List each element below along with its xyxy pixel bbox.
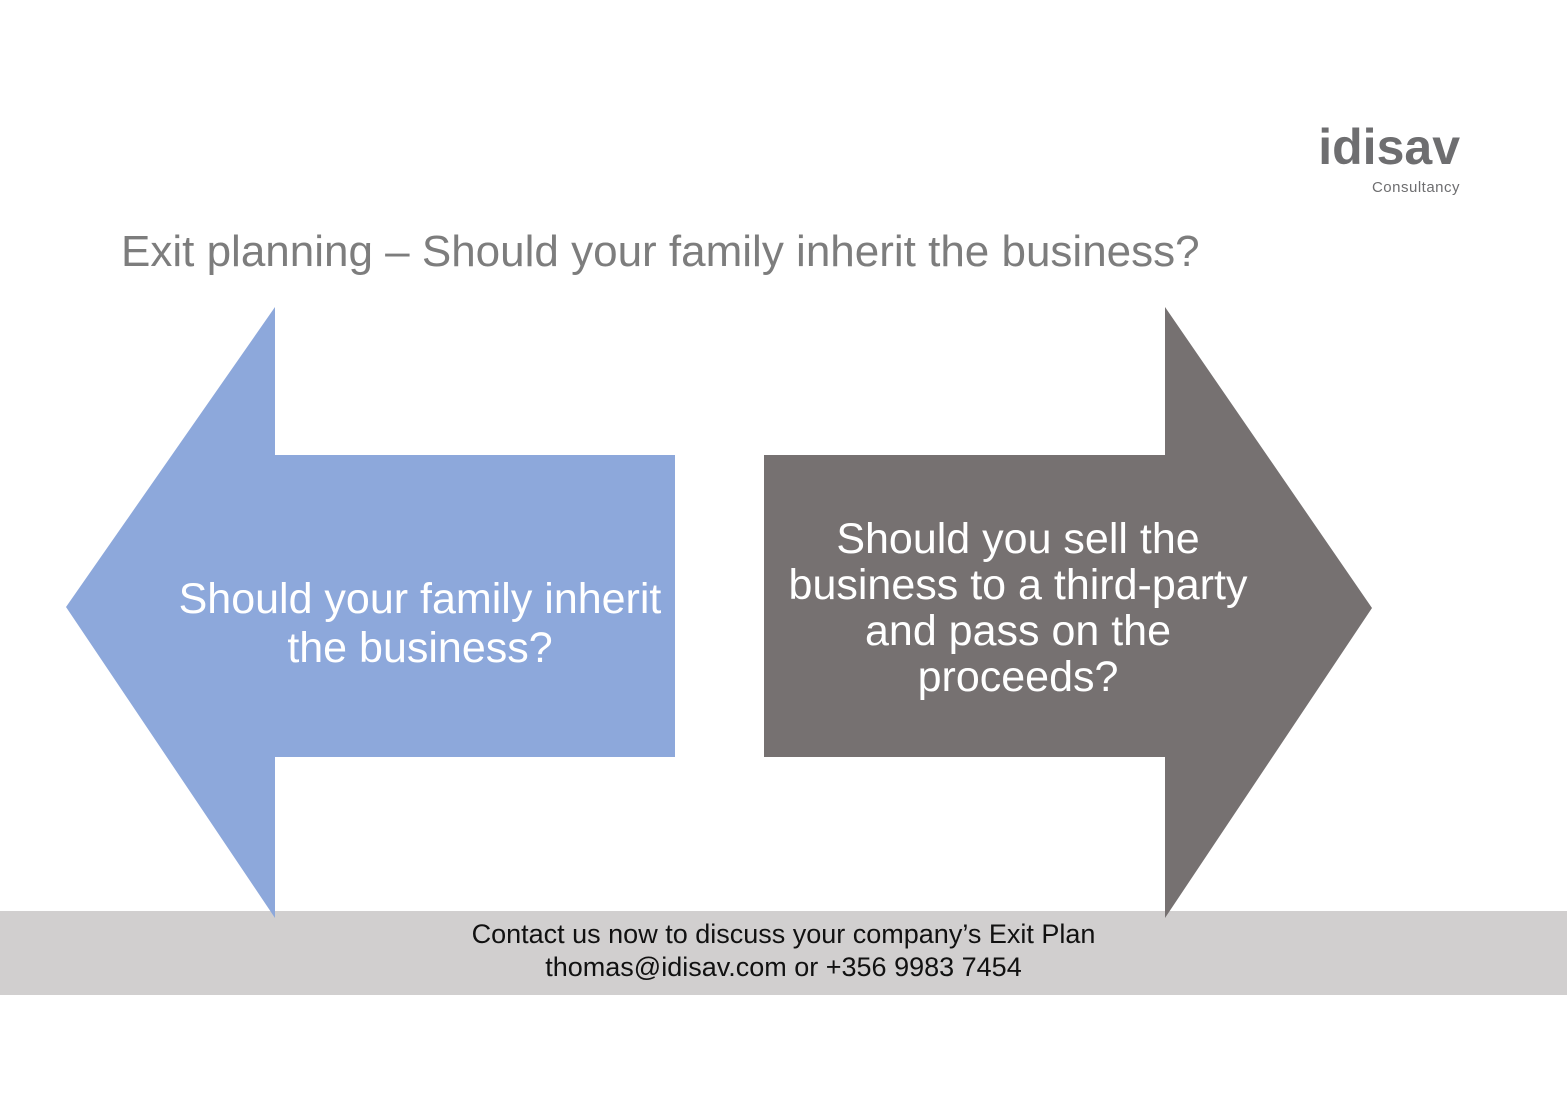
- right-arrow-caption-line: and pass on the: [864, 607, 1172, 655]
- logo-tagline: Consultancy: [1371, 179, 1460, 196]
- footer-bar: [0, 911, 1567, 995]
- right-arrow-shape: [764, 307, 1372, 918]
- company-logo: idisav Consultancy: [1318, 122, 1460, 196]
- left-arrow: [66, 307, 675, 918]
- footer-contact-line: Contact us now to discuss your company’s…: [471, 919, 1096, 949]
- left-arrow-caption-line: Should your family inherit: [178, 575, 662, 623]
- footer-contact-text: Contact us now to discuss your company’s…: [0, 918, 1567, 984]
- footer-contact-line: thomas@idisav.com or +356 9983 7454: [545, 952, 1022, 982]
- right-arrow-caption-line: Should you sell the: [836, 515, 1200, 563]
- left-arrow-shape: [66, 307, 675, 918]
- right-arrow-caption: Should you sell the business to a third-…: [776, 516, 1260, 700]
- right-arrow-caption-line: business to a third-party: [788, 561, 1248, 609]
- left-arrow-caption: Should your family inherit the business?: [140, 575, 700, 673]
- left-arrow-caption-line: the business?: [287, 624, 553, 672]
- page-title: Exit planning – Should your family inher…: [121, 227, 1200, 276]
- right-arrow-caption-line: proceeds?: [917, 653, 1119, 701]
- right-arrow: [764, 307, 1372, 918]
- logo-name: idisav: [1318, 119, 1460, 175]
